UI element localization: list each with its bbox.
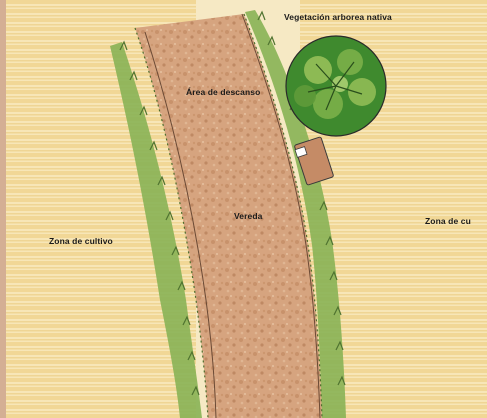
tree-icon bbox=[286, 36, 386, 136]
left-strip bbox=[0, 0, 6, 418]
native-vegetation-label: Vegetación arborea nativa bbox=[284, 12, 392, 22]
path-label: Vereda bbox=[234, 211, 262, 221]
cultivation-zone-right-label: Zona de cu bbox=[425, 216, 471, 226]
rest-area-label: Área de descanso bbox=[186, 87, 260, 97]
cultivation-zone-left-label: Zona de cultivo bbox=[49, 236, 113, 246]
